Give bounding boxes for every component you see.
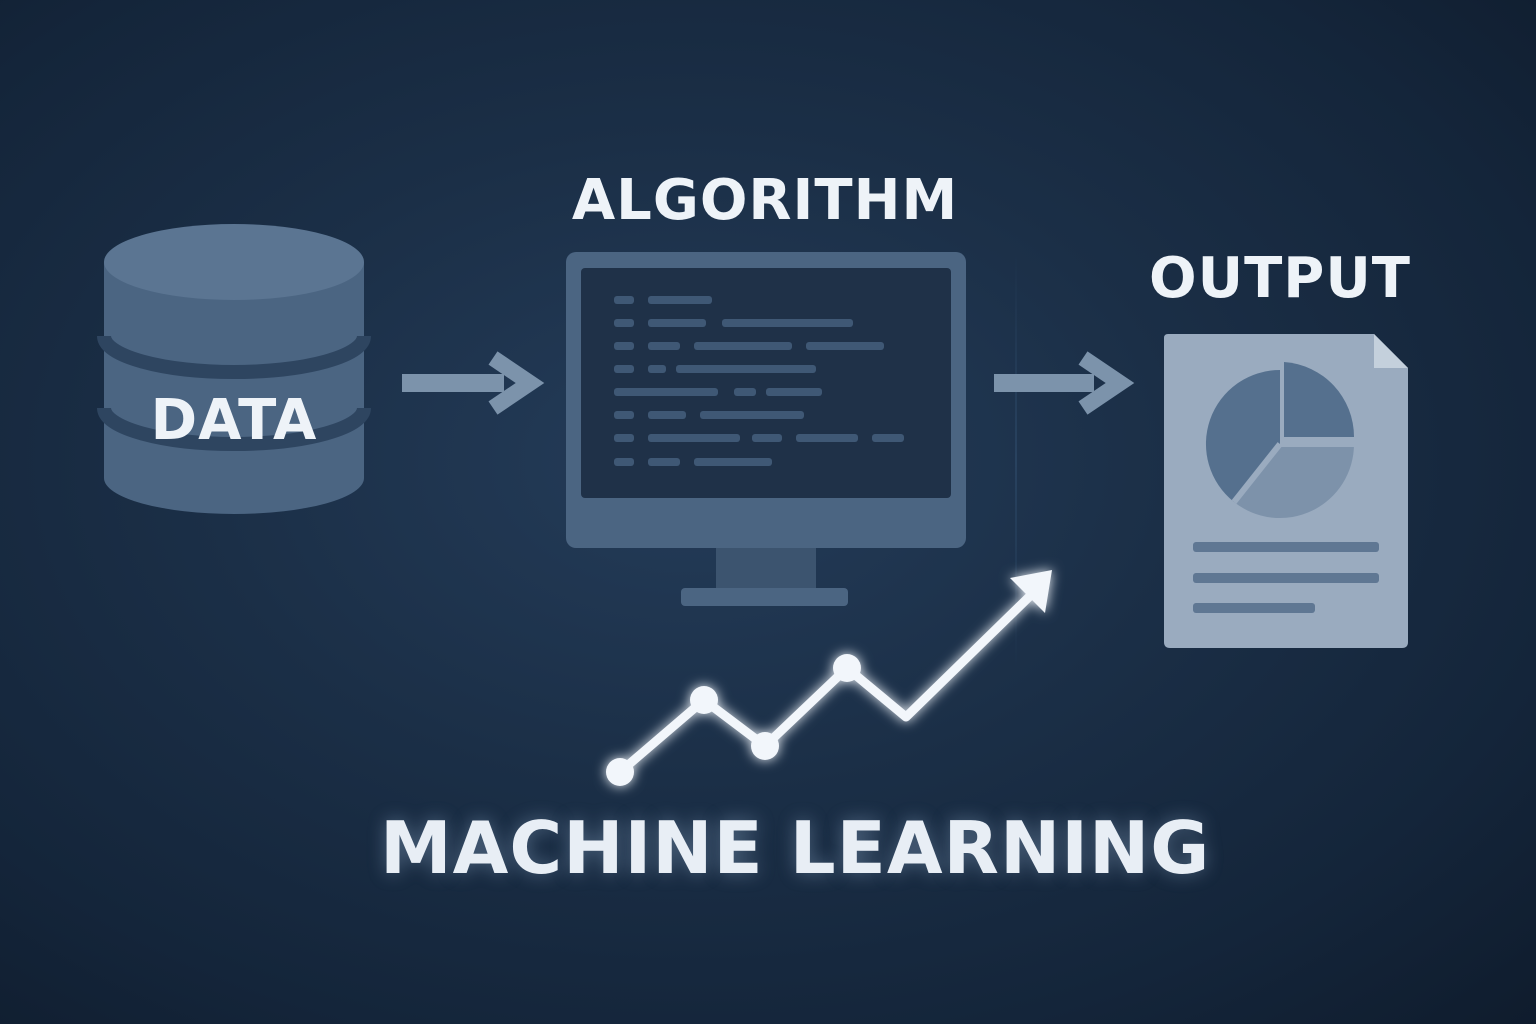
flow-arrow-icon: [402, 351, 545, 415]
algorithm-label: ALGORITHM: [571, 168, 959, 233]
machine-learning-label: MACHINE LEARNING: [380, 806, 1211, 890]
background-glow-line: [1015, 250, 1017, 670]
pie-chart-icon: [1205, 362, 1355, 519]
output-label: OUTPUT: [1149, 246, 1411, 311]
rising-trend-line-icon: [606, 570, 1052, 786]
data-label: DATA: [150, 388, 318, 453]
flow-arrow-icon: [994, 351, 1135, 415]
code-lines-icon: [614, 296, 904, 466]
text-lines-icon: [1193, 542, 1379, 613]
database-icon: [97, 224, 371, 514]
report-document-icon: [1164, 334, 1408, 648]
monitor-code-icon: [566, 252, 966, 606]
